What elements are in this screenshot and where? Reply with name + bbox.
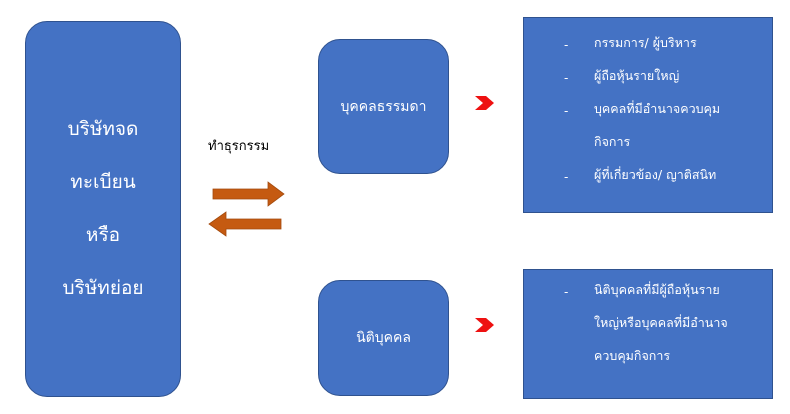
natural-person-label: บุคคลธรรมดา: [340, 98, 427, 115]
bullet-dash: -: [564, 104, 569, 118]
natural-person-details-box: - กรรมการ/ ผู้บริหาร - ผู้ถือหุ้นรายใหญ่…: [523, 17, 773, 213]
company-label-line-1: บริษัทจด: [67, 118, 139, 140]
chevron-right-icon: [475, 318, 494, 332]
list-item: ผู้ถือหุ้นรายใหญ่: [594, 68, 680, 83]
right-arrow-icon: [212, 181, 285, 207]
list-item-continuation: ใหญ่หรือบุคคลที่มีอำนาจ: [594, 315, 728, 330]
bullet-dash: -: [564, 38, 569, 52]
company-label-line-2: ทะเบียน: [70, 171, 136, 193]
bullet-dash: -: [564, 285, 569, 299]
juristic-person-details-box: - นิติบุคคลที่มีผู้ถือหุ้นราย ใหญ่หรือบุ…: [523, 269, 773, 399]
company-label-line-4: บริษัทย่อย: [62, 277, 144, 299]
transaction-label: ทำธุรกรรม: [208, 139, 270, 154]
list-item: นิติบุคคลที่มีผู้ถือหุ้นราย: [594, 282, 720, 297]
company-box: บริษัทจด ทะเบียน หรือ บริษัทย่อย: [25, 21, 181, 397]
list-item-continuation: กิจการ: [594, 134, 631, 149]
juristic-person-label: นิติบุคคล: [356, 330, 411, 346]
left-arrow-icon: [208, 211, 282, 237]
juristic-person-box: นิติบุคคล: [318, 280, 449, 396]
company-label-line-3: หรือ: [85, 224, 121, 246]
chevron-right-icon: [475, 96, 494, 110]
bullet-dash: -: [564, 71, 569, 85]
list-item: บุคคลที่มีอำนาจควบคุม: [594, 101, 721, 116]
bullet-dash: -: [564, 170, 569, 184]
list-item-continuation: ควบคุมกิจการ: [594, 348, 671, 363]
natural-person-box: บุคคลธรรมดา: [318, 39, 449, 174]
list-item: ผู้ที่เกี่ยวข้อง/ ญาติสนิท: [594, 167, 717, 182]
list-item: กรรมการ/ ผู้บริหาร: [594, 35, 697, 50]
